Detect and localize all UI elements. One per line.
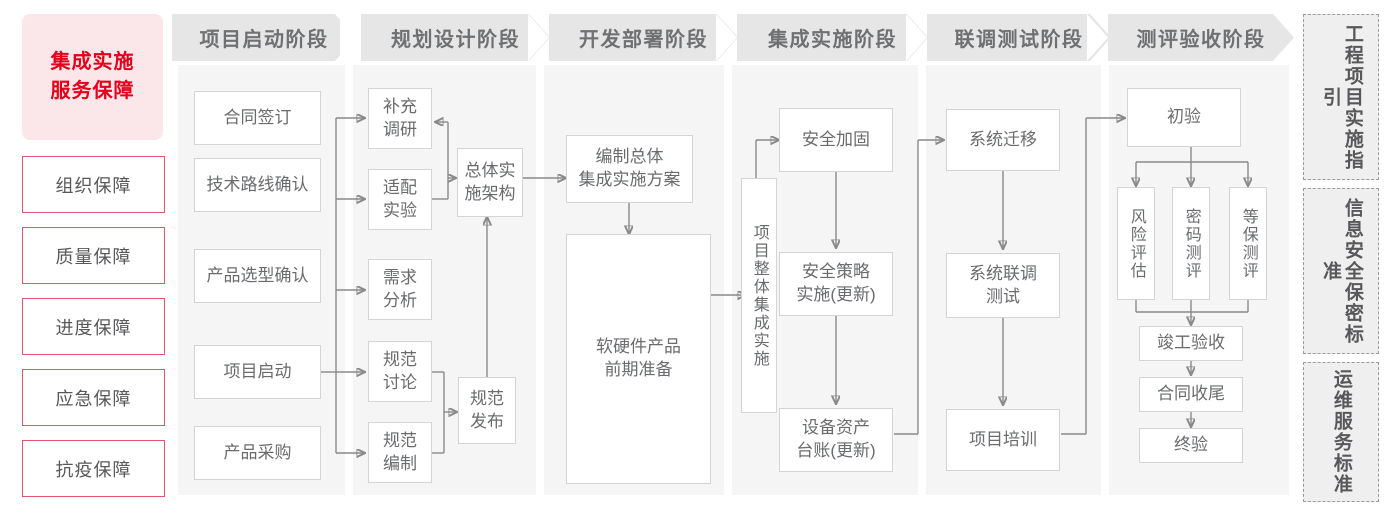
node-xiangmu-peixun[interactable]: 项目培训 [946,409,1060,471]
guarantee-item-schedule[interactable]: 进度保障 [22,298,165,355]
stage-header-label: 测评验收阶段 [1136,29,1266,51]
stage-header-liandiao[interactable]: 联调测试阶段 [927,14,1111,61]
node-label: 初验 [1167,107,1201,127]
node-label: 软硬件产品前期准备 [596,337,681,379]
guarantee-label: 应急保障 [55,388,132,409]
node-guifan-taolun[interactable]: 规范讨论 [368,341,432,402]
node-zongti-shishi-jiagou[interactable]: 总体实施架构 [457,148,523,217]
standard-label: 工程项目实施指引 [1320,23,1363,171]
guarantee-item-organization[interactable]: 组织保障 [22,156,165,213]
node-label: 风险评估 [1127,207,1145,280]
chevron-notch-icon [716,14,737,61]
node-fengxian-pinggu[interactable]: 风险评估 [1117,187,1155,300]
node-label: 规范发布 [470,388,504,431]
node-ruanyingjian-zhunbei[interactable]: 软硬件产品前期准备 [566,234,711,484]
node-shipei-shiyan[interactable]: 适配实验 [368,169,432,230]
node-chanpin-xuanxing[interactable]: 产品选型确认 [194,249,321,303]
standard-ops-service[interactable]: 运维服务标准 [1303,362,1379,502]
node-jishu-luxian[interactable]: 技术路线确认 [194,158,321,212]
node-xitong-liandiao-ceshi[interactable]: 系统联调测试 [946,253,1060,318]
node-bianzhi-zongti-fangan[interactable]: 编制总体集成实施方案 [566,135,693,203]
guarantee-label: 质量保障 [55,246,132,267]
node-hetong-shouwei[interactable]: 合同收尾 [1139,377,1243,412]
standard-label: 信息安全保密标准 [1320,197,1363,345]
node-mima-ceping[interactable]: 密码测评 [1172,187,1210,300]
guarantee-item-quality[interactable]: 质量保障 [22,227,165,284]
stage-header-ceping[interactable]: 测评验收阶段 [1108,14,1294,61]
node-label: 合同收尾 [1157,384,1225,404]
node-label: 规范讨论 [383,349,417,392]
node-label: 需求分析 [383,267,417,310]
stage-header-jicheng[interactable]: 集成实施阶段 [737,14,928,61]
node-label: 项目启动 [223,361,292,381]
node-label: 规范编制 [383,430,417,473]
node-guifan-bianzhi[interactable]: 规范编制 [368,422,432,483]
node-jungong-yanshou[interactable]: 竣工验收 [1139,326,1243,361]
node-label: 系统联调测试 [969,263,1037,306]
stage-header-label: 联调测试阶段 [954,29,1084,51]
node-label: 项目整体集成实施 [750,223,768,368]
stage-header-guihua[interactable]: 规划设计阶段 [361,14,550,61]
node-chanpin-caigou[interactable]: 产品采购 [194,426,321,480]
guarantee-label: 抗疫保障 [55,459,132,480]
standard-label: 运维服务标准 [1330,369,1352,495]
node-anquan-jiagu[interactable]: 安全加固 [779,108,893,172]
chevron-notch-icon [340,14,361,61]
node-label: 安全加固 [802,129,870,149]
node-label: 终验 [1174,435,1208,455]
node-xuqiu-fenxi[interactable]: 需求分析 [368,259,432,320]
node-label: 等保测评 [1239,207,1257,280]
node-xiangmu-qidong[interactable]: 项目启动 [194,345,321,399]
guarantee-item-epidemic[interactable]: 抗疫保障 [22,440,165,497]
node-label: 总体实施架构 [464,160,516,203]
chevron-notch-icon [1087,14,1108,61]
node-label: 产品采购 [223,442,292,462]
stage-header-kaifa[interactable]: 开发部署阶段 [549,14,738,61]
stage-header-label: 集成实施阶段 [768,29,897,51]
node-xiangmu-zhengti-jicheng[interactable]: 项目整体集成实施 [741,178,777,413]
node-dengbao-ceping[interactable]: 等保测评 [1229,187,1267,300]
node-shebei-zichan[interactable]: 设备资产台账(更新) [779,408,893,472]
node-zhongyan[interactable]: 终验 [1139,428,1243,463]
node-buchong-diaoyan[interactable]: 补充调研 [368,88,432,149]
node-label: 设备资产台账(更新) [796,418,876,460]
stage-header-label: 规划设计阶段 [391,29,520,51]
node-label: 编制总体集成实施方案 [578,147,681,189]
guarantee-label: 组织保障 [55,175,132,196]
guarantee-label: 进度保障 [55,317,132,338]
chevron-notch-icon [528,14,549,61]
node-label: 安全策略实施(更新) [796,262,876,304]
node-label: 合同签订 [223,107,292,127]
node-label: 产品选型确认 [206,265,309,285]
node-label: 技术路线确认 [206,174,309,194]
node-label: 适配实验 [383,177,417,220]
node-hetong-qianding[interactable]: 合同签订 [194,91,321,145]
node-label: 竣工验收 [1157,333,1225,353]
stage-header-label: 项目启动阶段 [199,29,329,51]
node-label: 补充调研 [383,96,417,139]
node-xitong-qianyi[interactable]: 系统迁移 [946,109,1060,171]
diagram-title-text: 集成实施服务保障 [50,51,135,102]
guarantee-item-emergency[interactable]: 应急保障 [22,369,165,426]
node-label: 密码测评 [1182,207,1200,280]
node-chuyan[interactable]: 初验 [1127,88,1241,147]
diagram-title: 集成实施服务保障 [22,14,163,140]
node-anquan-celve[interactable]: 安全策略实施(更新) [779,252,893,316]
standard-engineering-guideline[interactable]: 工程项目实施指引 [1303,14,1379,180]
node-label: 项目培训 [969,429,1037,449]
chevron-notch-icon [906,14,927,61]
stage-header-label: 开发部署阶段 [579,29,708,51]
standard-information-security[interactable]: 信息安全保密标准 [1303,188,1379,354]
node-guifan-fabu[interactable]: 规范发布 [458,377,516,444]
node-label: 系统迁移 [969,129,1037,149]
stage-header-qidong[interactable]: 项目启动阶段 [172,14,356,61]
